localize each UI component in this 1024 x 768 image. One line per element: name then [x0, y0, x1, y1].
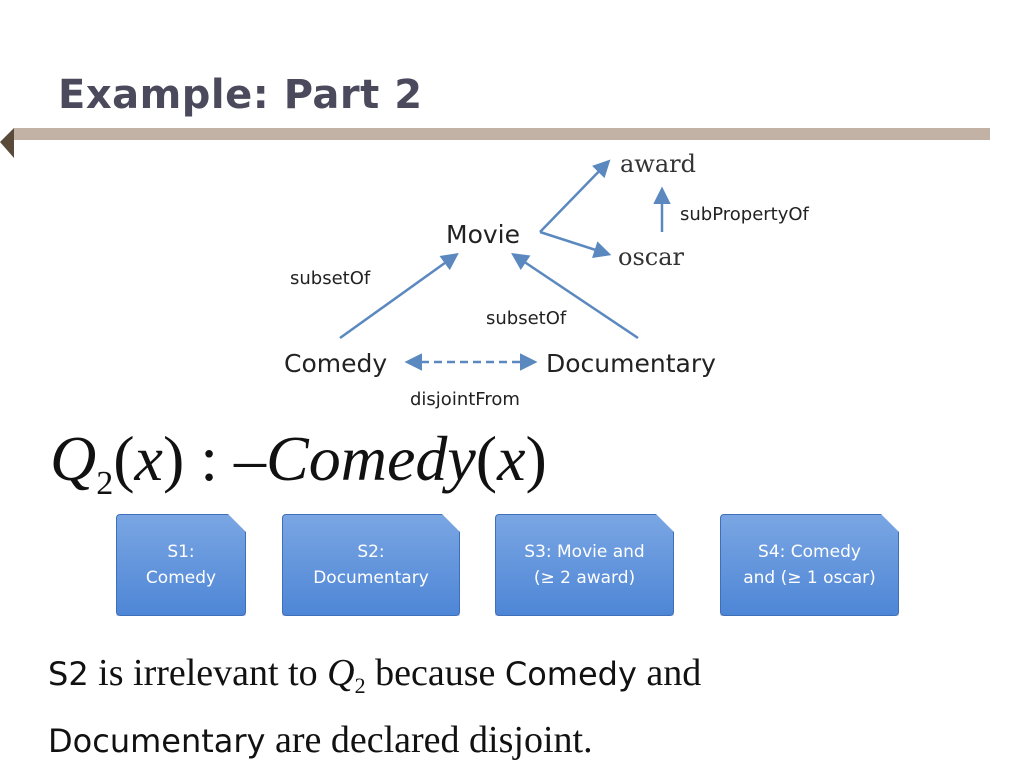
- caption-documentary: Documentary: [48, 722, 266, 760]
- movie-node: Movie: [446, 220, 520, 249]
- caption-text-2: because: [365, 652, 505, 694]
- predicate-variable: x: [497, 423, 526, 494]
- title-divider: [14, 128, 990, 140]
- caption-comedy: Comedy: [504, 655, 637, 693]
- query-formula: Q2(x) : –Comedy(x): [50, 422, 547, 503]
- source-s1-label: S1: Comedy: [145, 542, 217, 588]
- query-variable: x: [134, 423, 163, 494]
- comedy-node: Comedy: [284, 349, 387, 378]
- slide-title: Example: Part 2: [58, 72, 423, 118]
- subsetof-left-label: subsetOf: [290, 268, 371, 289]
- close-paren-2: ): [525, 423, 547, 494]
- subsetof-right-label: subsetOf: [486, 308, 567, 329]
- source-s3-box: S3: Movie and (≥ 2 award): [495, 514, 674, 616]
- oscar-node: oscar: [618, 243, 685, 271]
- comedy-movie-arrow: [339, 252, 459, 340]
- caption-query: Q: [327, 652, 355, 694]
- open-paren-1: (: [113, 423, 135, 494]
- query-subscript: 2: [96, 465, 114, 502]
- caption-text-1: is irrelevant to: [88, 652, 328, 694]
- movie-oscar-arrow: [539, 230, 612, 259]
- caption-query-subscript: 2: [354, 673, 366, 698]
- source-s1-box: S1: Comedy: [116, 514, 246, 616]
- query-symbol: Q: [50, 423, 97, 494]
- subpropertyof-label: subPropertyOf: [680, 204, 810, 225]
- explanation-text: S2 is irrelevant to Q2 because Comedy an…: [48, 646, 988, 768]
- documentary-node: Documentary: [546, 349, 716, 378]
- caption-text-4: are declared disjoint.: [265, 719, 593, 761]
- close-paren-1: ): [162, 423, 185, 494]
- divider-accent: [0, 128, 14, 158]
- source-s3-label: S3: Movie and (≥ 2 award): [524, 542, 645, 588]
- documentary-movie-arrow: [511, 253, 639, 340]
- predicate-name: Comedy: [266, 423, 476, 494]
- disjointfrom-label: disjointFrom: [410, 389, 520, 410]
- rule-operator: : –: [184, 423, 267, 494]
- ontology-diagram: award oscar subPropertyOf Movie subsetOf…: [284, 150, 810, 410]
- source-s2-label: S2: Documentary: [313, 542, 429, 588]
- source-s2-box: S2: Documentary: [282, 514, 460, 616]
- caption-s2: S2: [48, 655, 89, 693]
- caption-text-3: and: [636, 652, 702, 694]
- award-node: award: [620, 150, 696, 178]
- open-paren-2: (: [475, 423, 498, 494]
- source-s4-label: S4: Comedy and (≥ 1 oscar): [743, 542, 876, 588]
- movie-award-arrow: [539, 159, 611, 233]
- source-s4-box: S4: Comedy and (≥ 1 oscar): [720, 514, 899, 616]
